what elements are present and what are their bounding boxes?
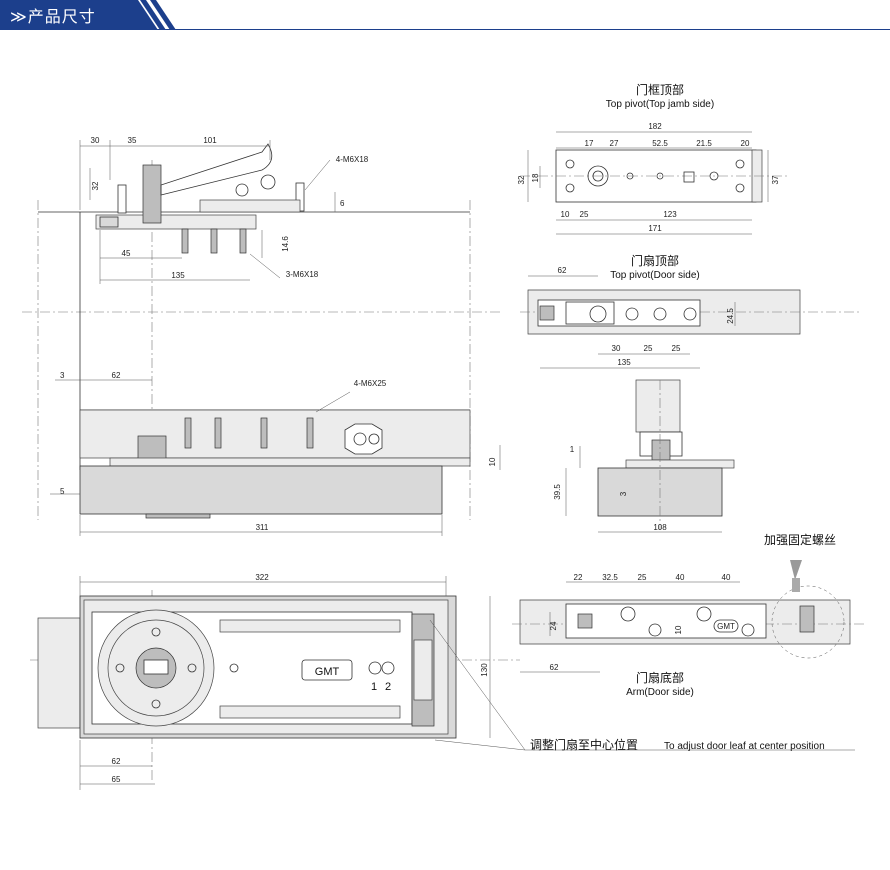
arm-logo: GMT: [717, 622, 735, 631]
dim-3: 3: [60, 371, 65, 380]
plan-logo: GMT: [315, 666, 340, 678]
dt-dim-25b: 25: [672, 344, 681, 353]
ar-dim-62: 62: [550, 663, 559, 672]
ar-dim-25: 25: [638, 573, 647, 582]
dim-65: 65: [112, 775, 121, 784]
cs-dim-3: 3: [619, 491, 628, 496]
adjust-label-cn: 调整门扇至中心位置: [530, 737, 638, 752]
dim-32: 32: [91, 181, 100, 190]
dim-322: 322: [255, 573, 269, 582]
header-rule: [0, 29, 890, 30]
cs-dim-39-5: 39.5: [553, 484, 562, 500]
tj-dim-21-5: 21.5: [696, 139, 712, 148]
tj-dim-17: 17: [585, 139, 594, 148]
top-jamb-view: [520, 131, 790, 235]
cs-dim-108: 108: [653, 523, 667, 532]
dim-130: 130: [480, 663, 489, 677]
dim-45: 45: [122, 249, 131, 258]
tj-dim-182: 182: [648, 122, 662, 131]
tj-dim-18: 18: [531, 173, 540, 182]
tj-dim-52-5: 52.5: [652, 139, 668, 148]
dim-30: 30: [91, 136, 100, 145]
ar-dim-40b: 40: [722, 573, 731, 582]
dim-10: 10: [488, 457, 497, 466]
door-top-title-cn: 门扇顶部: [631, 253, 679, 268]
dim-35: 35: [128, 136, 137, 145]
arm-title-en: Arm(Door side): [626, 687, 694, 698]
door-top-view: [520, 275, 860, 369]
top-jamb-title-en: Top pivot(Top jamb side): [606, 99, 714, 110]
cross-section-view: [565, 379, 735, 533]
tj-dim-20: 20: [741, 139, 750, 148]
dim-6: 6: [340, 199, 345, 208]
cs-dim-1: 1: [570, 445, 575, 454]
dim-screw-3m6x18: 3-M6X18: [286, 270, 319, 279]
dim-135: 135: [171, 271, 185, 280]
dim-14-6: 14.6: [281, 236, 290, 252]
tj-dim-27: 27: [610, 139, 619, 148]
dim-5: 5: [60, 487, 65, 496]
tj-dim-171: 171: [648, 224, 662, 233]
arm-title-cn: 门扇底部: [636, 670, 684, 685]
dt-dim-30: 30: [612, 344, 621, 353]
dim-62: 62: [112, 371, 121, 380]
ar-dim-10: 10: [674, 625, 683, 634]
dt-dim-135: 135: [617, 358, 631, 367]
ar-dim-22: 22: [574, 573, 583, 582]
dt-dim-62: 62: [558, 266, 567, 275]
top-jamb-title-cn: 门框顶部: [636, 82, 684, 97]
ar-dim-32-5: 32.5: [602, 573, 618, 582]
ar-dim-24: 24: [549, 621, 558, 630]
dim-plan-62: 62: [112, 757, 121, 766]
tj-dim-123: 123: [663, 210, 677, 219]
plan-num-2: 2: [385, 681, 391, 693]
floor-spring-plan-view: [30, 576, 855, 790]
dim-screw-4m6x25: 4-M6X25: [354, 379, 387, 388]
arm-view: [512, 560, 864, 673]
dim-screw-4m6x18: 4-M6X18: [336, 155, 369, 164]
adjust-label-en: To adjust door leaf at center position: [664, 741, 825, 752]
tj-dim-10: 10: [561, 210, 570, 219]
plan-num-1: 1: [371, 681, 377, 693]
door-top-title-en: Top pivot(Door side): [610, 270, 699, 281]
tj-dim-37: 37: [771, 175, 780, 184]
reinforce-screw-label: 加强固定螺丝: [764, 532, 836, 547]
page-title: ≫产品尺寸: [10, 7, 96, 26]
dim-101: 101: [203, 136, 217, 145]
dt-dim-25a: 25: [644, 344, 653, 353]
floor-spring-side-view: [50, 379, 501, 536]
dt-dim-24-5: 24.5: [726, 308, 735, 324]
tj-dim-32: 32: [517, 175, 526, 184]
ar-dim-40a: 40: [676, 573, 685, 582]
tj-dim-25: 25: [580, 210, 589, 219]
header-banner: [0, 0, 176, 30]
dim-311: 311: [256, 523, 269, 532]
